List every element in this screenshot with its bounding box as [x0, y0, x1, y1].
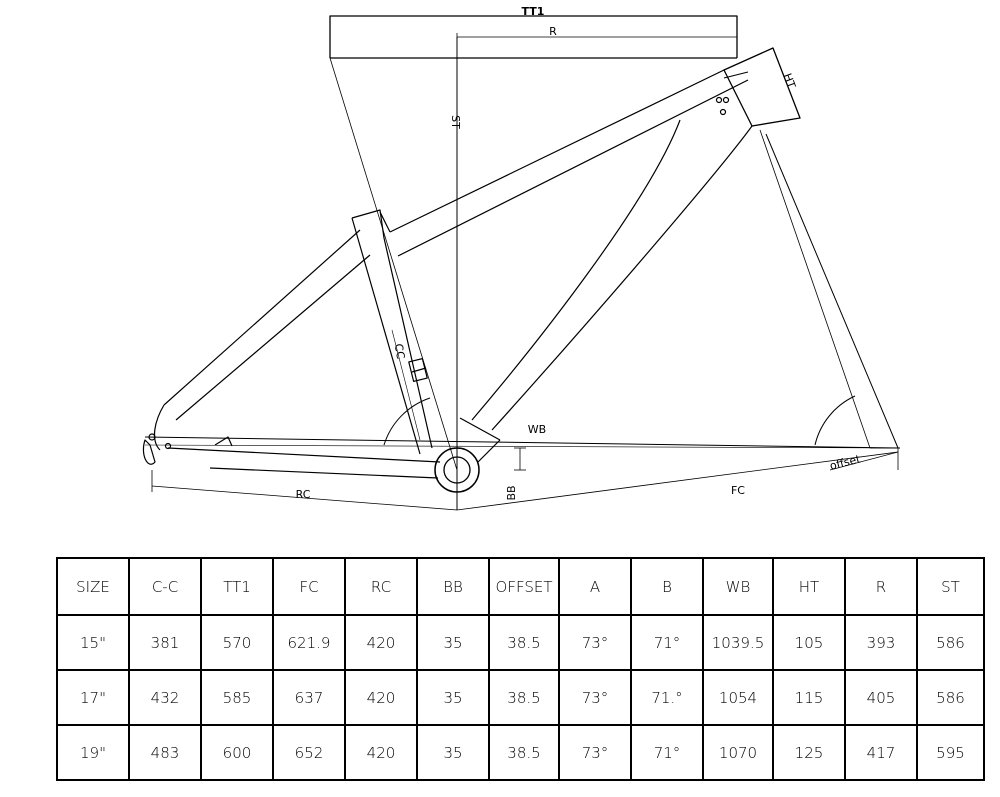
label-st: ST	[449, 115, 462, 129]
cell-r: 417	[844, 724, 918, 781]
cell-c-c: 432	[128, 669, 202, 726]
cell-a: 73°	[558, 614, 632, 671]
cell-wb: 1054	[702, 669, 774, 726]
cell-bb: 35	[416, 724, 490, 781]
label-r: R	[549, 25, 557, 38]
cell-ht: 105	[772, 614, 846, 671]
header-r: R	[844, 557, 918, 616]
header-fc: FC	[272, 557, 346, 616]
cell-tt1: 600	[200, 724, 274, 781]
cell-a: 73°	[558, 669, 632, 726]
header-rc: RC	[344, 557, 418, 616]
label-tt1: TT1	[522, 5, 545, 18]
label-ht: HT	[781, 72, 798, 91]
cell-r: 405	[844, 669, 918, 726]
cell-r: 393	[844, 614, 918, 671]
cell-c-c: 381	[128, 614, 202, 671]
cell-c-c: 483	[128, 724, 202, 781]
header-tt1: TT1	[200, 557, 274, 616]
cell-tt1: 570	[200, 614, 274, 671]
header-bb: BB	[416, 557, 490, 616]
cell-st: 586	[916, 614, 985, 671]
label-cc: CC	[392, 343, 408, 361]
cell-fc: 652	[272, 724, 346, 781]
cell-size: 17"	[56, 669, 130, 726]
bicycle-frame-drawing-icon	[142, 15, 901, 511]
cell-st: 586	[916, 669, 985, 726]
cell-size: 15"	[56, 614, 130, 671]
cell-offset: 38.5	[488, 614, 560, 671]
cell-wb: 1039.5	[702, 614, 774, 671]
cell-rc: 420	[344, 669, 418, 726]
cell-fc: 621.9	[272, 614, 346, 671]
cell-size: 19"	[56, 724, 130, 781]
header-st: ST	[916, 557, 985, 616]
cell-a: 73°	[558, 724, 632, 781]
cell-tt1: 585	[200, 669, 274, 726]
label-wb: WB	[528, 423, 546, 436]
header-size: SIZE	[56, 557, 130, 616]
cell-b: 71°	[630, 724, 704, 781]
cell-ht: 125	[772, 724, 846, 781]
label-fc: FC	[731, 484, 745, 497]
header-c-c: C-C	[128, 557, 202, 616]
header-b: B	[630, 557, 704, 616]
diagram-labels: TT1 R ST HT CC WB BB RC FC offset	[296, 5, 863, 501]
cell-b: 71°	[630, 614, 704, 671]
header-a: A	[558, 557, 632, 616]
label-offset: offset	[828, 452, 862, 472]
frame-geometry-diagram: TT1 R ST HT CC WB BB RC FC offset	[142, 5, 901, 511]
cell-rc: 420	[344, 614, 418, 671]
cell-ht: 115	[772, 669, 846, 726]
label-rc: RC	[296, 488, 311, 501]
cell-bb: 35	[416, 614, 490, 671]
cell-bb: 35	[416, 669, 490, 726]
cell-wb: 1070	[702, 724, 774, 781]
header-ht: HT	[772, 557, 846, 616]
header-wb: WB	[702, 557, 774, 616]
cell-fc: 637	[272, 669, 346, 726]
cell-rc: 420	[344, 724, 418, 781]
cell-offset: 38.5	[488, 724, 560, 781]
header-offset: OFFSET	[488, 557, 560, 616]
cell-b: 71.°	[630, 669, 704, 726]
cell-offset: 38.5	[488, 669, 560, 726]
cell-st: 595	[916, 724, 985, 781]
label-bb: BB	[505, 485, 518, 500]
